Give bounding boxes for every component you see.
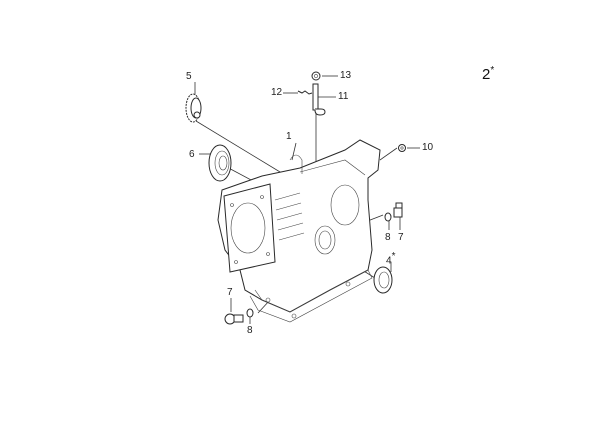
- part-1-crankcase: [217, 139, 381, 323]
- callout-12: 12: [271, 87, 283, 98]
- callout-13: 13: [340, 70, 352, 81]
- part-8-washer-left: [246, 308, 254, 318]
- part-13-nut: [311, 71, 321, 81]
- callout-6: 6: [189, 149, 195, 160]
- part-11-rod: [312, 83, 326, 116]
- callout-8-right: 8: [385, 232, 391, 243]
- part-7-plug-right: [393, 202, 403, 218]
- diagram-index-number: 2: [482, 66, 491, 83]
- part-10-bolt: [398, 144, 406, 152]
- callout-8-left: 8: [247, 325, 253, 336]
- part-8-washer-right: [384, 212, 392, 222]
- part-4-oil-seal: [373, 266, 393, 294]
- callout-7-right: 7: [398, 232, 404, 243]
- callout-4: 4*: [386, 252, 395, 266]
- callout-11: 11: [338, 91, 349, 102]
- diagram-index-mark: *: [490, 65, 495, 76]
- callout-1: 1: [286, 131, 292, 142]
- part-12-clip: [297, 90, 313, 95]
- callout-10: 10: [422, 142, 434, 153]
- callout-4-number: 4: [386, 255, 392, 267]
- callout-5: 5: [186, 71, 192, 82]
- diagram-index-label: 2*: [482, 65, 495, 83]
- part-5-gear: [185, 93, 202, 123]
- part-7-plug-left: [224, 313, 244, 325]
- callout-7-left: 7: [227, 287, 233, 298]
- callout-4-mark: *: [391, 251, 396, 262]
- part-6-bearing: [208, 144, 232, 182]
